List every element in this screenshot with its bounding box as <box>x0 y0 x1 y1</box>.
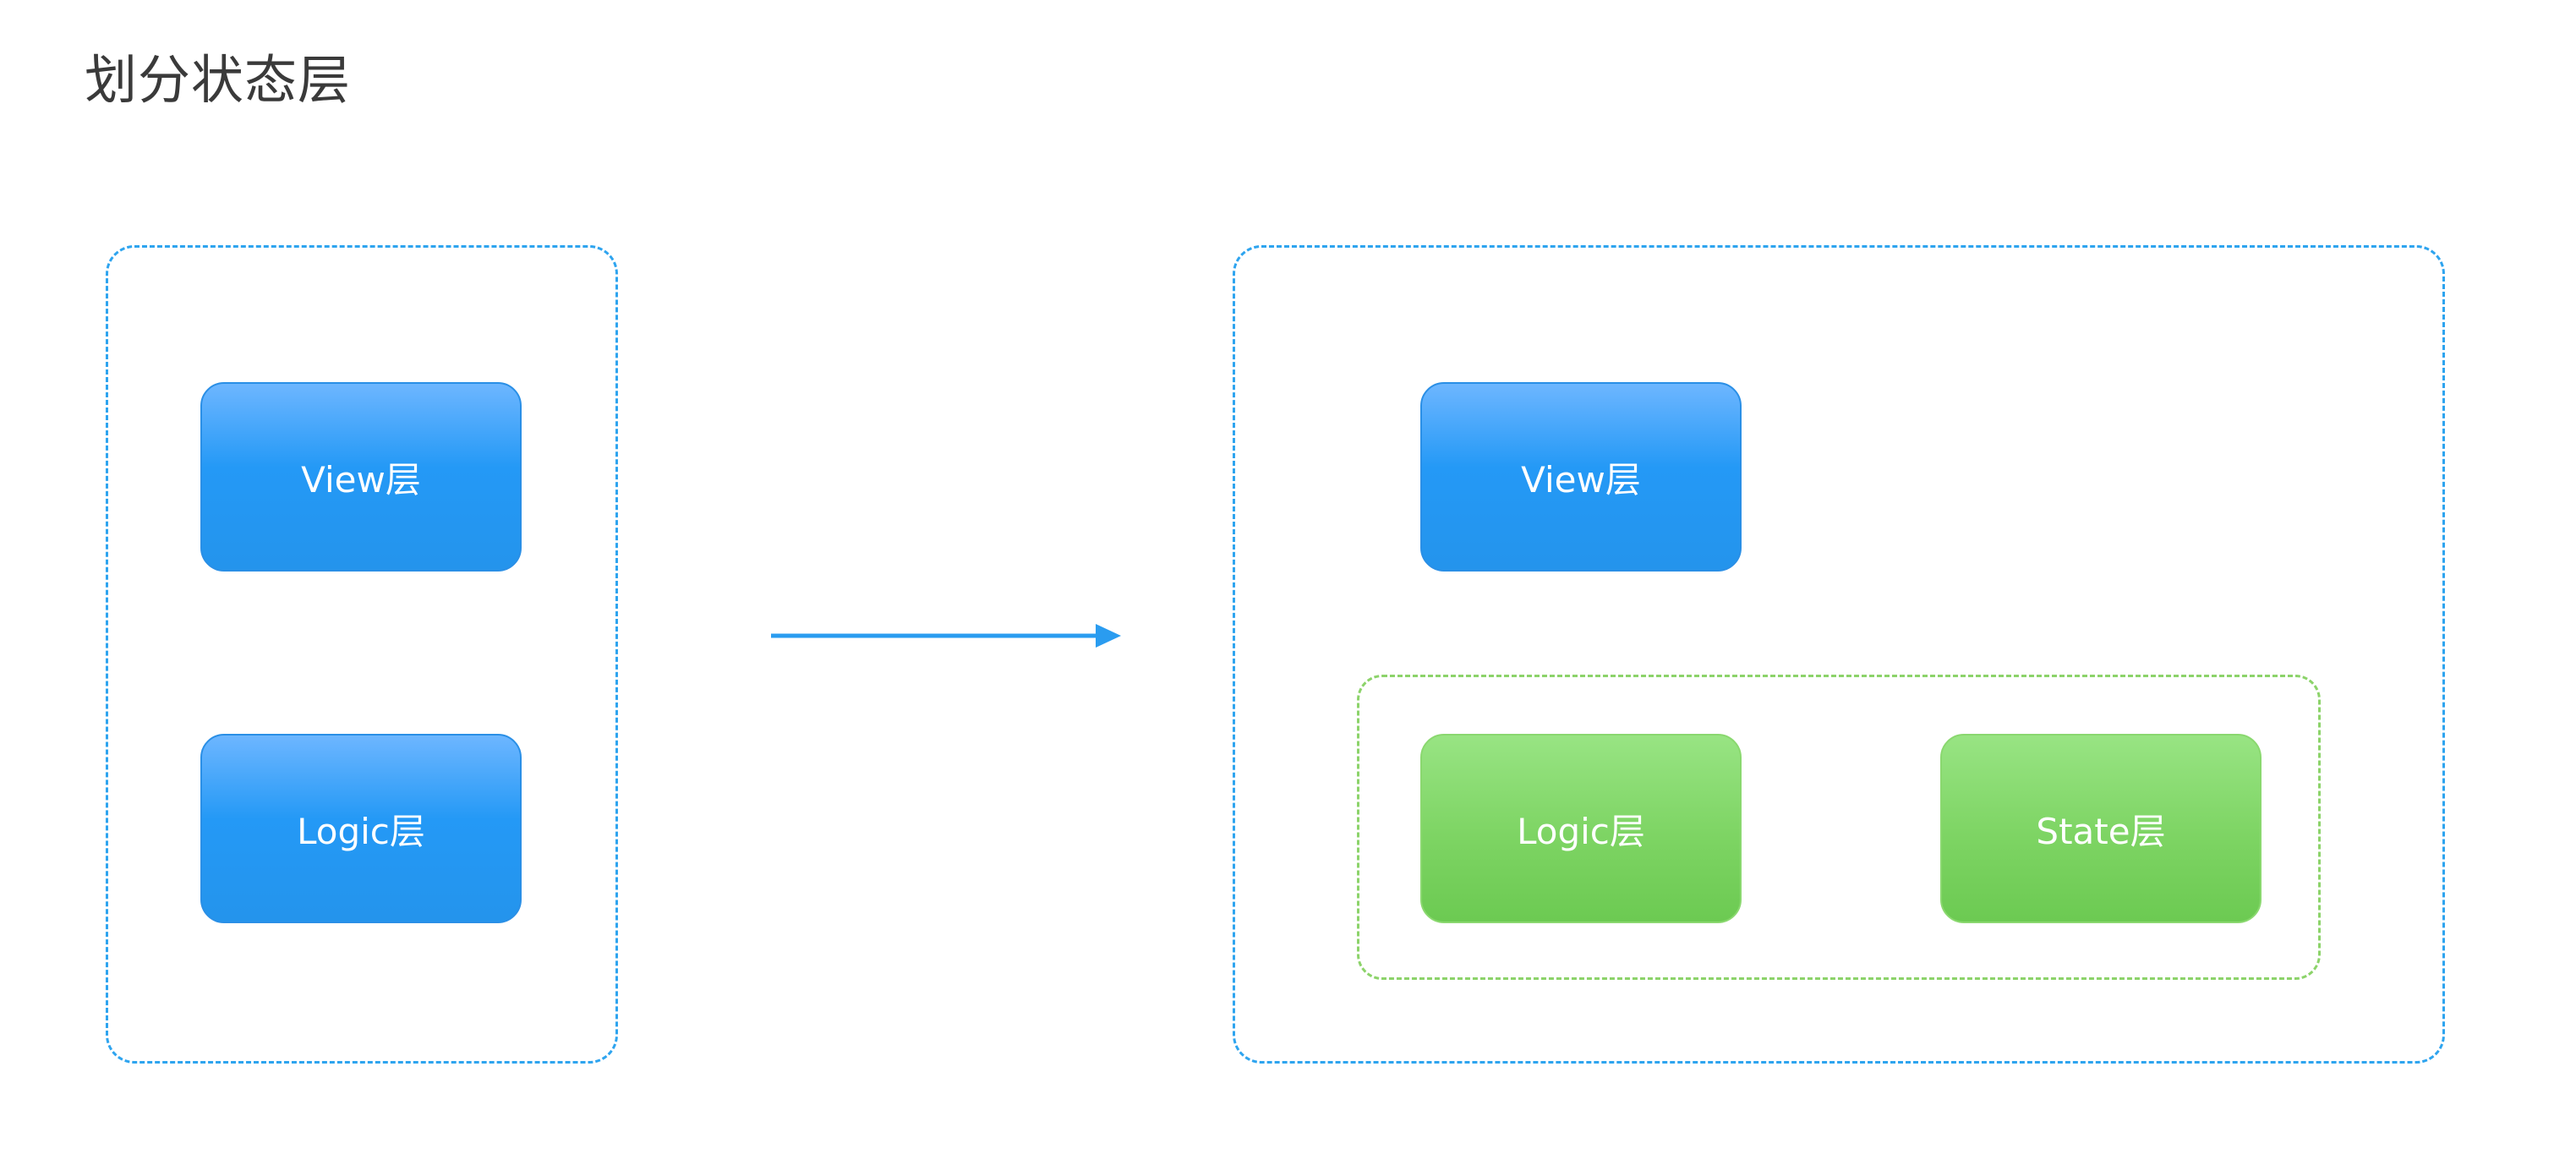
arrow-right-icon <box>771 624 1121 648</box>
state-group-container <box>1357 675 2321 980</box>
page-title: 划分状态层 <box>85 49 352 111</box>
arrow-head <box>1096 624 1121 648</box>
logic-layer-box-after: Logic层 <box>1420 734 1742 923</box>
view-layer-box-after: View层 <box>1420 382 1742 572</box>
logic-layer-box: Logic层 <box>200 734 522 923</box>
state-layer-box: State层 <box>1940 734 2262 923</box>
view-layer-box: View层 <box>200 382 522 572</box>
after-container <box>1233 245 2445 1064</box>
before-container <box>106 245 618 1064</box>
